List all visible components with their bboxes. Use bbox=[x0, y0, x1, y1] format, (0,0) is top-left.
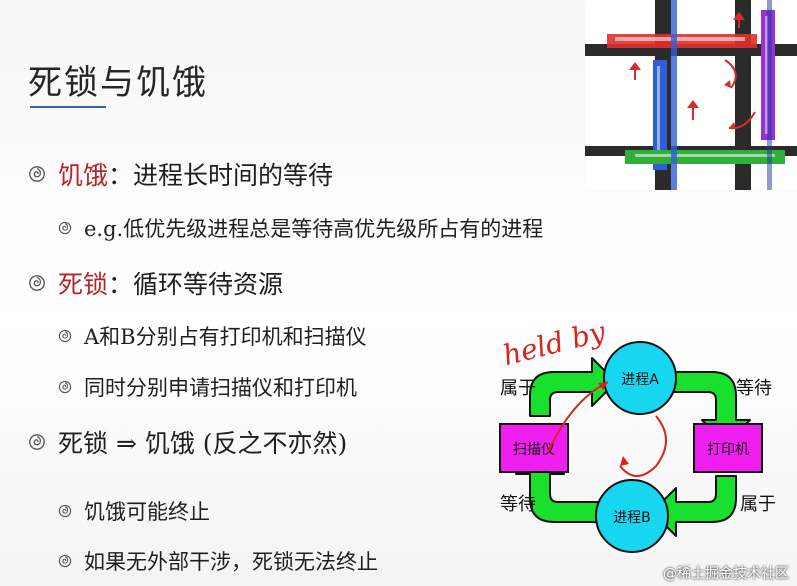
bullet-deadlock-no-end: 如果无外部干涉，死锁无法终止 bbox=[58, 546, 378, 576]
printer-label: 打印机 bbox=[707, 441, 749, 458]
annotation-cycle-arrowhead bbox=[620, 456, 629, 466]
swirl-bullet-icon bbox=[29, 166, 45, 182]
bullet-deadlock-hold: A和B分别占有打印机和扫描仪 bbox=[58, 321, 367, 351]
swirl-bullet-icon bbox=[29, 275, 45, 291]
implication-text: 死锁 ⇒ 饥饿 (反之不亦然) bbox=[58, 429, 348, 458]
deadlock-cycle-diagram: 进程A 进程B 扫描仪 打印机 属于 等待 等待 属于 held by bbox=[499, 315, 776, 553]
process-a-label: 进程A bbox=[621, 372, 659, 388]
starvation-example-text: e.g.低优先级进程总是等待高优先级所占有的进程 bbox=[84, 217, 544, 241]
traffic-gridlock-illustration bbox=[585, 0, 797, 190]
swirl-bullet-icon bbox=[58, 221, 72, 235]
watermark: @稀土掘金技术社区 bbox=[663, 566, 789, 582]
swirl-bullet-icon bbox=[58, 329, 72, 343]
annotation-arrowhead bbox=[598, 382, 608, 390]
slide-title: 死锁与饥饿 bbox=[28, 63, 208, 103]
starvation-definition: ：进程长时间的等待 bbox=[108, 161, 334, 190]
bullet-implication: 死锁 ⇒ 饥饿 (反之不亦然) bbox=[28, 424, 347, 460]
deadlock-term: 死锁 bbox=[58, 270, 109, 299]
process-b-node bbox=[595, 479, 669, 553]
cycle-arrow-top-left bbox=[529, 357, 617, 417]
annotation-cycle-curve bbox=[619, 415, 667, 477]
deadlock-request-text: 同时分别申请扫描仪和打印机 bbox=[84, 376, 357, 400]
bullet-starvation-example: e.g.低优先级进程总是等待高优先级所占有的进程 bbox=[58, 213, 543, 243]
process-b-label: 进程B bbox=[613, 510, 651, 526]
label-waits-top: 等待 bbox=[736, 378, 772, 399]
printer-node bbox=[693, 423, 763, 473]
swirl-bullet-icon bbox=[58, 504, 72, 518]
bullet-starvation: 饥饿 ：进程长时间的等待 bbox=[28, 156, 333, 192]
deadlock-definition: ：循环等待资源 bbox=[108, 270, 284, 299]
swirl-bullet-icon bbox=[58, 380, 72, 394]
starvation-term: 饥饿 bbox=[58, 161, 109, 190]
deadlock-hold-text: A和B分别占有打印机和扫描仪 bbox=[84, 325, 367, 349]
title-underline bbox=[30, 106, 106, 108]
bullet-deadlock-request: 同时分别申请扫描仪和打印机 bbox=[58, 372, 357, 402]
deadlock-no-end-text: 如果无外部干涉，死锁无法终止 bbox=[84, 550, 378, 574]
label-belongs-bottom: 属于 bbox=[740, 494, 776, 515]
process-a-node bbox=[603, 341, 677, 415]
scanner-node bbox=[499, 423, 569, 473]
starvation-may-end-text: 饥饿可能终止 bbox=[84, 500, 210, 524]
swirl-bullet-icon bbox=[29, 434, 45, 450]
bullet-starvation-may-end: 饥饿可能终止 bbox=[58, 496, 210, 526]
scanner-label: 扫描仪 bbox=[513, 442, 555, 458]
swirl-bullet-icon bbox=[58, 554, 72, 568]
bullet-deadlock: 死锁 ：循环等待资源 bbox=[28, 265, 283, 301]
label-belongs-top: 属于 bbox=[500, 378, 536, 399]
label-waits-bottom: 等待 bbox=[500, 494, 536, 515]
